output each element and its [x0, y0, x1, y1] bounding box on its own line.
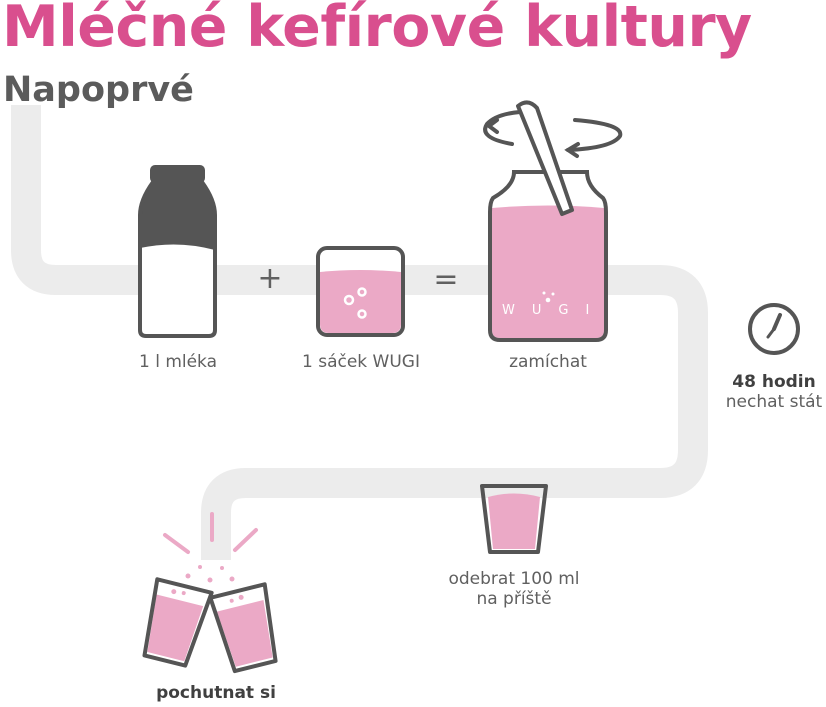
- jar-icon: [483, 100, 623, 342]
- plus-sign: +: [257, 261, 282, 296]
- toast-glasses-icon: [142, 512, 278, 674]
- step-wait-duration: 48 hodin: [732, 372, 816, 392]
- equals-sign: =: [433, 262, 458, 297]
- milk-bottle-icon: [138, 165, 217, 338]
- stir-arrows-icon: [483, 110, 623, 158]
- packet-icon: [316, 246, 405, 337]
- step-stir-label: zamíchat: [509, 352, 587, 372]
- step-remove-line2: na příště: [476, 589, 552, 609]
- step-milk-label: 1 l mléka: [138, 352, 218, 372]
- step-packet-label: 1 sáček WUGI: [302, 352, 420, 372]
- step-wait-label: 48 hodin nechat stát: [720, 372, 826, 412]
- glass-icon: [480, 484, 548, 554]
- flow-path: [11, 105, 708, 560]
- step-enjoy-text: pochutnat si: [156, 683, 276, 703]
- toast-glass-right: [208, 582, 278, 674]
- step-enjoy-label: pochutnat si: [136, 683, 296, 703]
- subtitle: Napoprvé: [3, 70, 194, 110]
- spoon-icon: [516, 100, 574, 216]
- step-remove-line1: odebrat 100 ml: [448, 569, 580, 589]
- splash-lines: [163, 512, 258, 554]
- step-wait-text: nechat stát: [725, 392, 823, 412]
- title: Mléčné kefírové kultury: [2, 0, 752, 60]
- clock-icon: [748, 303, 800, 355]
- jar-brand-label: WUGI: [502, 303, 607, 318]
- toast-glass-left: [142, 577, 214, 668]
- step-remove-label: odebrat 100 ml na příště: [424, 569, 604, 609]
